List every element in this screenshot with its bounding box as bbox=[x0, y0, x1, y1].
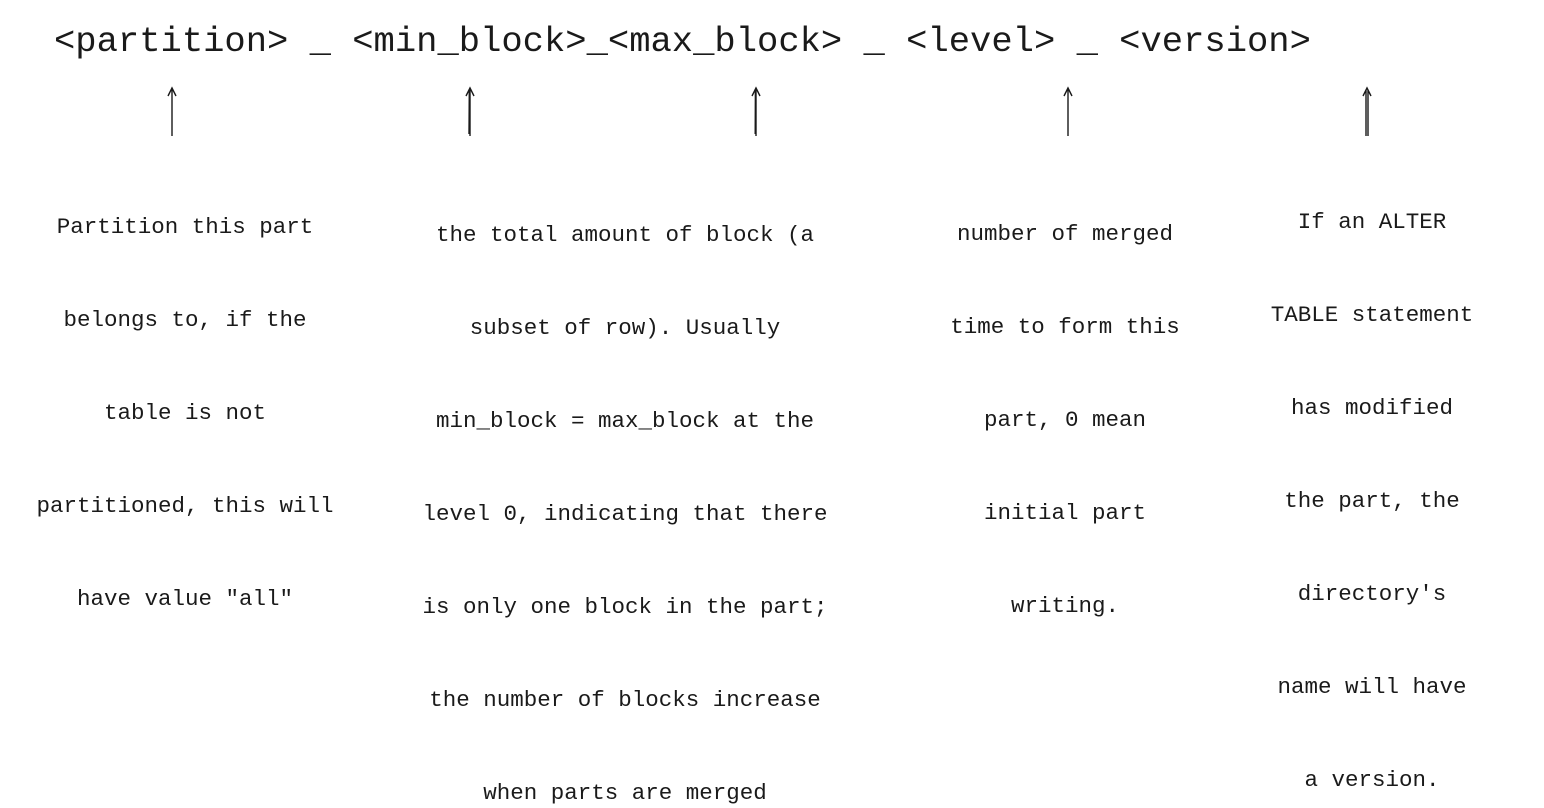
partition-description: Partition this part belongs to, if the t… bbox=[0, 150, 370, 646]
description-line: Partition this part bbox=[56, 214, 314, 240]
description-line: have value "all" bbox=[76, 586, 294, 612]
level-arrow-icon bbox=[1061, 86, 1075, 138]
description-line: level 0, indicating that there bbox=[422, 501, 828, 527]
description-line: the part, the bbox=[1284, 488, 1460, 514]
description-line: the number of blocks increase bbox=[429, 687, 821, 713]
description-line: min_block = max_block at the bbox=[435, 408, 815, 434]
description-line: when parts are merged bbox=[483, 780, 767, 806]
min-block-arrow-icon bbox=[463, 86, 477, 138]
description-line: has modified bbox=[1290, 395, 1454, 421]
description-line: number of merged bbox=[956, 221, 1174, 247]
description-line: initial part bbox=[983, 500, 1147, 526]
description-line: subset of row). Usually bbox=[469, 315, 781, 341]
max-block-arrow-icon bbox=[749, 86, 763, 138]
description-line: partitioned, this will bbox=[36, 493, 334, 519]
description-line: is only one block in the part; bbox=[422, 594, 828, 620]
version-description: If an ALTER TABLE statement has modified… bbox=[1230, 145, 1514, 808]
description-line: writing. bbox=[1010, 593, 1120, 619]
description-line: name will have bbox=[1277, 674, 1467, 700]
description-line: TABLE statement bbox=[1270, 302, 1474, 328]
version-arrow-icon bbox=[1360, 86, 1374, 138]
block-range-description: the total amount of block (a subset of r… bbox=[378, 158, 872, 808]
description-line: time to form this bbox=[950, 314, 1180, 340]
description-line: belongs to, if the bbox=[63, 307, 307, 333]
description-line: table is not bbox=[103, 400, 267, 426]
description-line: the total amount of block (a bbox=[435, 222, 815, 248]
part-name-format: <partition> _ <min_block>_<max_block> _ … bbox=[54, 21, 1311, 62]
description-line: a version. bbox=[1304, 767, 1440, 793]
description-line: directory's bbox=[1297, 581, 1447, 607]
description-line: If an ALTER bbox=[1297, 209, 1447, 235]
partition-arrow-icon bbox=[165, 86, 179, 138]
level-description: number of merged time to form this part,… bbox=[905, 157, 1225, 653]
description-line: part, 0 mean bbox=[983, 407, 1147, 433]
